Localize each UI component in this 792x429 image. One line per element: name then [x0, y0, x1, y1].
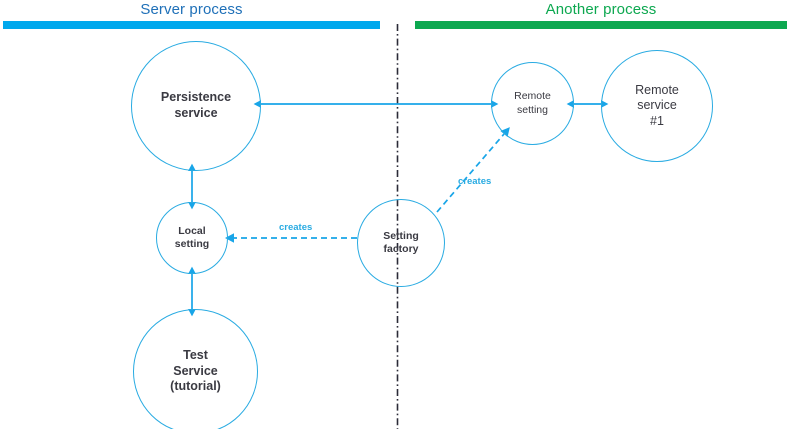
edge-label-creates-remote-setting: creates [458, 176, 492, 187]
node-remote-service-1[interactable]: Remote service #1 [601, 50, 713, 162]
node-persistence-service-label: Persistence service [160, 90, 232, 120]
node-setting-factory-label: Setting factory [383, 229, 419, 255]
lane-bar-another-process [415, 21, 787, 29]
node-remote-setting-label: Remote setting [514, 90, 551, 116]
node-local-setting[interactable]: Local setting [156, 202, 228, 274]
node-test-service-label: Test Service (tutorial) [170, 348, 221, 394]
lane-title-server-process: Server process [140, 1, 243, 18]
lane-bar-server-process [3, 21, 380, 29]
node-test-service[interactable]: Test Service (tutorial) [133, 309, 258, 429]
node-setting-factory[interactable]: Setting factory [357, 199, 445, 287]
lane-title-another-process: Another process [545, 1, 657, 18]
node-remote-setting[interactable]: Remote setting [491, 62, 574, 145]
edge-setting-factory-creates-remote-setting [436, 127, 510, 213]
node-remote-service-1-label: Remote service #1 [635, 82, 679, 128]
node-persistence-service[interactable]: Persistence service [131, 41, 261, 171]
edge-label-creates-local-setting: creates [279, 222, 313, 233]
node-local-setting-label: Local setting [174, 224, 210, 250]
